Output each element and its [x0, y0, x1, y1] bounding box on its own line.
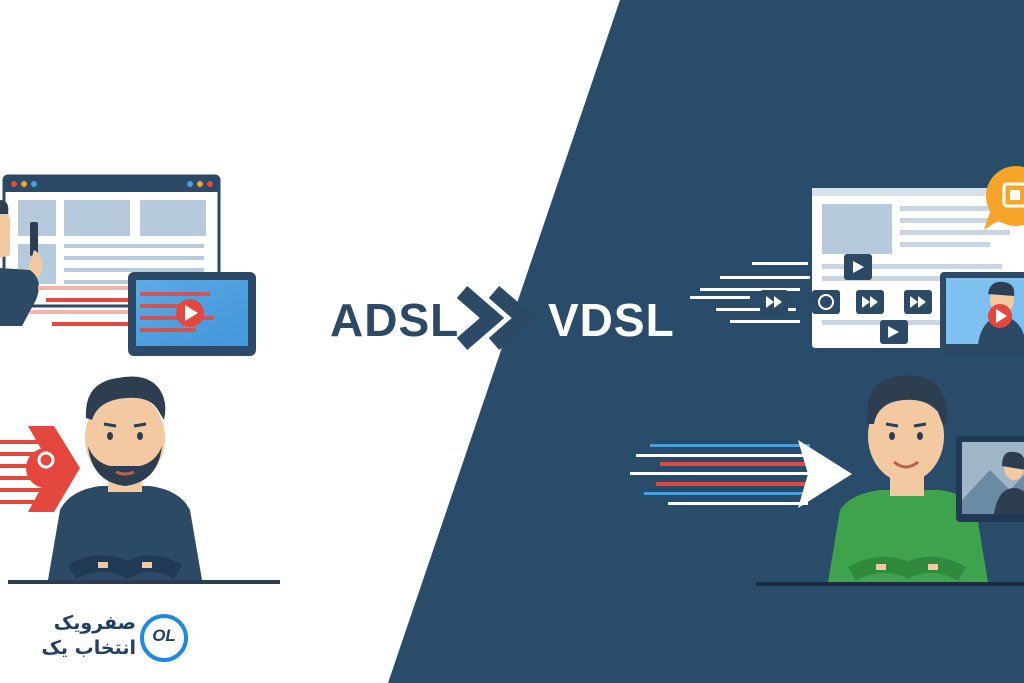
- adsl-label: ADSL: [330, 294, 460, 346]
- brand-logo-mark: OL: [152, 626, 176, 645]
- speed-arrow-icon: [630, 440, 852, 508]
- left-bearded-man: [8, 376, 280, 584]
- brand-logo-block: صفرویک انتخاب یک OL: [28, 610, 188, 670]
- left-speed-lines: [30, 286, 170, 326]
- brand-logo-icon: OL: [140, 614, 188, 662]
- left-tablet-video: [128, 272, 256, 356]
- left-person-with-phone: [0, 200, 42, 326]
- right-green-shirt-man: [756, 375, 1024, 586]
- processor-chip-icon: [984, 166, 1024, 230]
- brand-name-line-2: انتخاب یک: [41, 637, 136, 659]
- right-video-monitor: [940, 272, 1024, 354]
- double-chevron-right-icon: [456, 285, 537, 351]
- vdsl-label: VDSL: [548, 294, 675, 346]
- fast-forward-icon: [760, 254, 932, 344]
- left-slow-arrow: [0, 426, 80, 512]
- right-fast-lines-top: [690, 262, 810, 323]
- brand-name-line-1: صفرویک: [53, 612, 136, 634]
- right-small-monitor: [956, 436, 1024, 522]
- left-browser-window: [2, 174, 221, 308]
